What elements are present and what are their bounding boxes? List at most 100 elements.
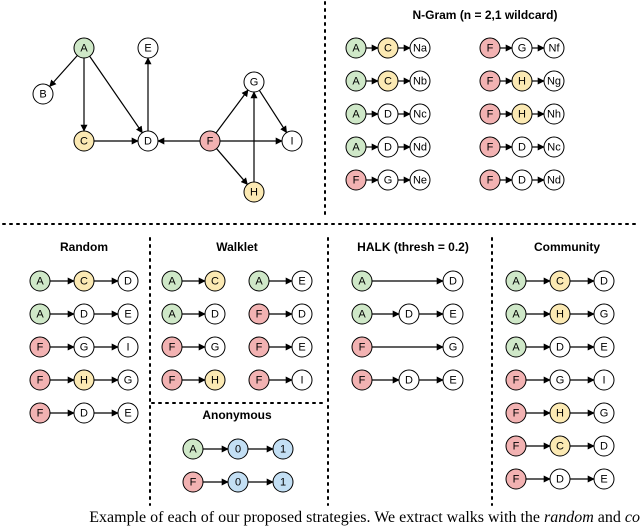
walk-node-community-0-4-0-label: F [513,407,520,419]
walk-node-n-gram-n-2-1-wildcard-1-1-0-circle [479,70,501,92]
walk-node-halk-thresh-0-2-0-3-0-circle [351,369,373,391]
walk-node-random-0-0-0: A [29,270,51,292]
walk-node-n-gram-n-2-1-wildcard-1-3-1-circle [511,136,533,158]
walk-node-community-0-5-2: D [593,435,615,457]
walk-node-community-0-0-2-circle [593,270,615,292]
walk-node-n-gram-n-2-1-wildcard-1-3-1-label: D [518,141,526,153]
walk-node-walklet-0-2-0-label: F [169,341,176,353]
walk-node-walklet-1-0-1-label: E [298,275,305,287]
walk-node-community-0-4-2: G [593,402,615,424]
walk-node-n-gram-n-2-1-wildcard-0-0-2-label: Na [413,42,428,54]
walk-node-n-gram-n-2-1-wildcard-0-1-1: C [377,70,399,92]
walk-node-n-gram-n-2-1-wildcard-0-2-1-label: D [384,108,392,120]
walk-node-community-0-6-1-label: D [556,473,564,485]
walk-node-community-0-1-0-label: A [512,308,520,320]
walk-node-walklet-0-3-1-label: H [211,374,219,386]
walk-node-random-0-1-1-label: D [80,308,88,320]
walk-node-halk-thresh-0-2-0-3-2-circle [442,369,464,391]
walk-node-anonymous-0-0-1-circle [227,438,249,460]
graph-node-g: G [243,71,265,93]
walk-node-random-0-3-0-label: F [37,374,44,386]
walk-node-community-0-3-0-label: F [513,374,520,386]
graph-node-e-circle [137,37,159,59]
walk-node-n-gram-n-2-1-wildcard-1-2-2-circle [543,103,565,125]
walk-node-community-0-5-0-circle [505,435,527,457]
walk-node-n-gram-n-2-1-wildcard-1-0-0-circle [479,37,501,59]
walk-node-walklet-0-2-0-circle [161,336,183,358]
walk-node-n-gram-n-2-1-wildcard-0-2-0: A [345,103,367,125]
walk-node-walklet-1-0-0: A [248,270,270,292]
walk-node-random-0-1-2-circle [117,303,139,325]
walk-node-random-0-0-2-label: D [124,275,132,287]
walk-node-random-0-0-1-label: C [80,275,88,287]
walk-node-n-gram-n-2-1-wildcard-1-2-2-label: Nh [547,108,561,120]
walk-node-n-gram-n-2-1-wildcard-1-2-2: Nh [543,103,565,125]
walk-node-community-0-2-2-circle [593,336,615,358]
walk-node-n-gram-n-2-1-wildcard-1-3-1: D [511,136,533,158]
walk-node-walklet-1-3-0-circle [248,369,270,391]
walk-node-n-gram-n-2-1-wildcard-1-4-0-circle [479,169,501,191]
walk-node-random-0-4-2-label: E [124,407,131,419]
walk-node-n-gram-n-2-1-wildcard-0-2-0-label: A [352,108,360,120]
walk-node-random-0-1-0: A [29,303,51,325]
walk-node-n-gram-n-2-1-wildcard-0-3-0-circle [345,136,367,158]
walk-node-community-0-1-1: H [549,303,571,325]
walk-node-random-0-0-0-circle [29,270,51,292]
walk-node-community-0-2-2-label: E [600,341,607,353]
graph-node-b-label: B [39,88,46,100]
edge-g-i [258,90,288,134]
graph-node-a-circle [73,37,95,59]
walk-node-walklet-1-2-0-circle [248,336,270,358]
walk-node-halk-thresh-0-2-0-1-1-label: D [405,308,413,320]
walk-node-n-gram-n-2-1-wildcard-0-0-0-label: A [352,42,360,54]
walk-node-walklet-1-1-1-circle [291,303,313,325]
walk-node-n-gram-n-2-1-wildcard-1-4-1: D [511,169,533,191]
walk-node-anonymous-0-1-0-circle [182,471,204,493]
walk-node-walklet-1-2-0: F [248,336,270,358]
walk-node-n-gram-n-2-1-wildcard-0-0-0-circle [345,37,367,59]
panel-title-halk-thresh-0-2: HALK (thresh = 0.2) [357,240,469,254]
walk-node-n-gram-n-2-1-wildcard-1-1-0-label: F [487,75,494,87]
walk-node-community-0-4-2-label: G [600,407,609,419]
walk-node-community-0-6-0-circle [505,468,527,490]
walk-node-walklet-1-0-0-label: A [255,275,263,287]
caption-middle: and [593,509,625,526]
walk-node-halk-thresh-0-2-0-1-1: D [398,303,420,325]
walk-node-n-gram-n-2-1-wildcard-1-0-1: G [511,37,533,59]
walk-node-random-0-2-1: G [73,336,95,358]
walk-node-halk-thresh-0-2-0-2-1: G [442,336,464,358]
walk-node-walklet-1-3-0: F [248,369,270,391]
walk-node-n-gram-n-2-1-wildcard-1-2-1: H [511,103,533,125]
walk-node-walklet-1-3-1-label: I [300,374,303,386]
graph-node-e-label: E [144,42,151,54]
walk-node-walklet-0-3-1-circle [204,369,226,391]
walk-node-walklet-1-0-1: E [291,270,313,292]
walk-node-n-gram-n-2-1-wildcard-0-4-1-circle [377,169,399,191]
walk-node-random-0-4-1-circle [73,402,95,424]
graph-edges [49,55,288,185]
walk-node-random-0-1-2: E [117,303,139,325]
walk-node-n-gram-n-2-1-wildcard-0-0-1-circle [377,37,399,59]
walk-node-community-0-0-2: D [593,270,615,292]
graph-node-a: A [73,37,95,59]
walk-node-community-0-6-1-circle [549,468,571,490]
edge-a-d [89,55,143,134]
panel-title-community: Community [534,240,600,254]
walk-node-walklet-1-2-1-label: E [298,341,305,353]
panel-title-n-gram-n-2-1-wildcard: N-Gram (n = 2,1 wildcard) [412,8,557,22]
walk-node-n-gram-n-2-1-wildcard-0-4-2-label: Ne [413,174,427,186]
walk-node-anonymous-0-1-0-label: F [190,476,197,488]
walk-node-n-gram-n-2-1-wildcard-1-3-2-label: Nc [547,141,561,153]
walk-node-community-0-1-2: G [593,303,615,325]
